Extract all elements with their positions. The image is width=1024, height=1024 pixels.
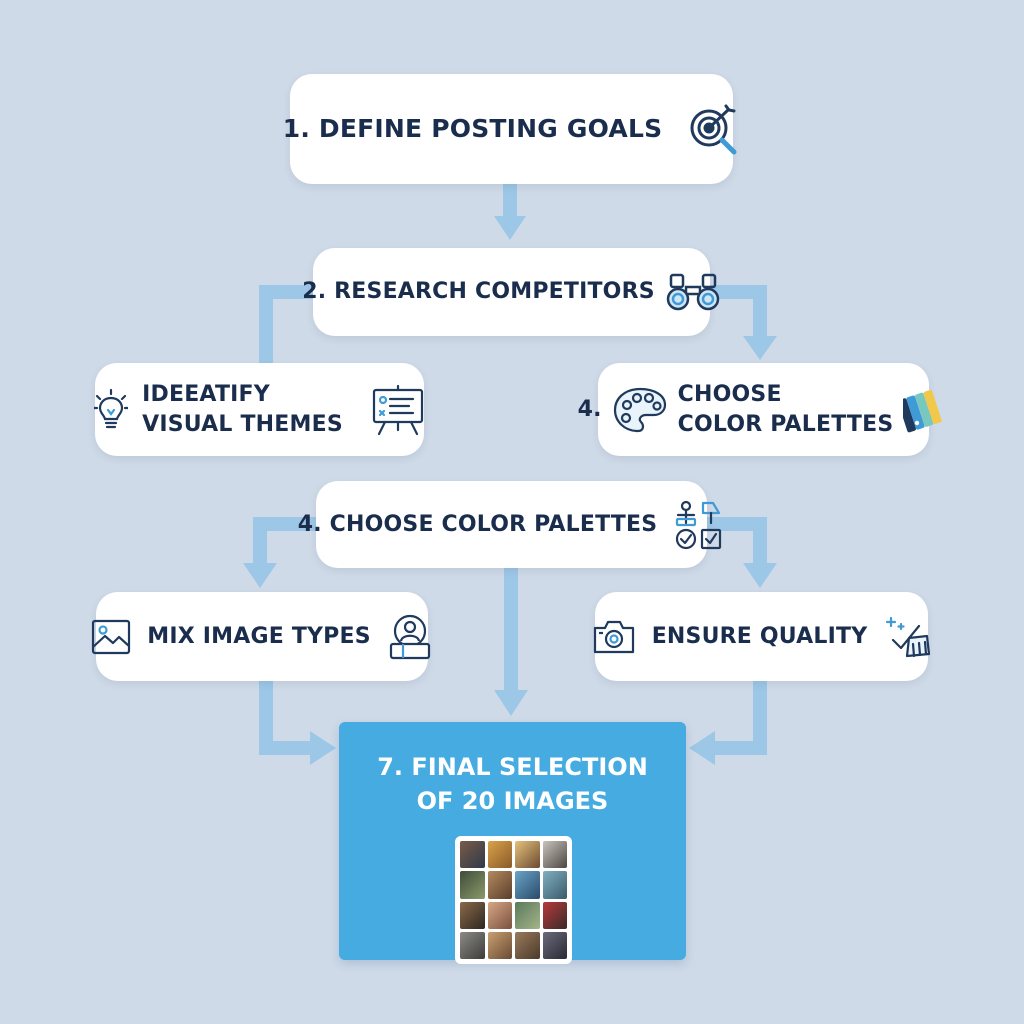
photo-thumbnail [542, 871, 567, 899]
photo-thumbnail [542, 901, 567, 929]
photo-thumbnail [460, 901, 485, 929]
step-choose-color-palettes-2-label: 4. CHOOSE COLOR PALETTES [297, 511, 658, 537]
paint-palette-icon [612, 385, 668, 435]
step-visual-themes-label: IDEEATIFY VISUAL THEMES [142, 380, 343, 440]
step-visual-themes-line2: VISUAL THEMES [142, 411, 343, 437]
arrowhead-palettes-final [494, 690, 528, 716]
profile-photo-icon [387, 614, 433, 660]
connector-research-to-themes [259, 285, 313, 363]
step-define-posting-goals-label: 1. DEFINE POSTING GOALS [282, 114, 663, 143]
connector-quality-to-final [713, 681, 767, 755]
flow-checklist-icon [673, 499, 725, 551]
photo-grid-icon [455, 836, 572, 964]
connector-mix-to-final [259, 681, 312, 755]
color-swatches-icon [903, 387, 949, 433]
step-final-selection-line1: 7. FINAL SELECTION [377, 753, 648, 781]
connector-palettes-to-mix [253, 517, 316, 565]
step-mix-image-types: MIX IMAGE TYPES [92, 592, 430, 681]
target-magnifier-icon [686, 102, 740, 156]
connector-research-to-palettes [710, 285, 767, 338]
step-ensure-quality-label: ENSURE QUALITY [651, 623, 868, 649]
photo-thumbnail [487, 871, 512, 899]
arrowhead-goals-research [494, 216, 526, 240]
step-final-selection: 7. FINAL SELECTION OF 20 IMAGES [339, 722, 686, 964]
photo-thumbnail [515, 841, 540, 869]
arrowhead-mix-final [310, 731, 336, 765]
arrowhead-research-palettes [743, 336, 777, 360]
step-choose-color-palettes-number: 4. [577, 397, 602, 422]
step-final-selection-label: 7. FINAL SELECTION OF 20 IMAGES [339, 750, 686, 818]
photo-thumbnail [542, 931, 567, 959]
step-research-competitors-label: 2. RESEARCH COMPETITORS [302, 279, 655, 304]
binoculars-icon [665, 272, 721, 312]
connector-palettes-to-quality [707, 517, 767, 565]
photo-thumbnail [460, 871, 485, 899]
photo-thumbnail [515, 871, 540, 899]
arrowhead-palettes-mix [243, 563, 277, 588]
photo-thumbnail [487, 901, 512, 929]
step-choose-color-palettes-label: CHOOSE COLOR PALETTES [678, 380, 894, 440]
photo-thumbnail [487, 931, 512, 959]
step-define-posting-goals: 1. DEFINE POSTING GOALS [283, 74, 737, 184]
step-choose-color-palettes: 4. CHOOSE COLOR PALETTES [578, 363, 943, 456]
camera-icon [592, 619, 636, 655]
photo-thumbnail [515, 931, 540, 959]
step-mix-image-types-label: MIX IMAGE TYPES [147, 623, 371, 649]
step-visual-themes-line1: IDEEATIFY [142, 381, 270, 407]
step-choose-color-palettes-line1: CHOOSE [677, 381, 782, 407]
photo-thumbnail [515, 901, 540, 929]
step-final-selection-line2: OF 20 IMAGES [416, 787, 609, 815]
step-visual-themes: IDEEATIFY VISUAL THEMES [94, 363, 425, 456]
photo-thumbnail [542, 841, 567, 869]
step-choose-color-palettes-line2: COLOR PALETTES [677, 411, 894, 437]
clean-brush-icon [883, 614, 931, 660]
step-choose-color-palettes-2: 4. CHOOSE COLOR PALETTES [298, 481, 722, 568]
photo-thumbnail [460, 931, 485, 959]
arrowhead-palettes-quality [743, 563, 777, 588]
arrowhead-quality-final [689, 731, 715, 765]
step-research-competitors: 2. RESEARCH COMPETITORS [302, 248, 720, 336]
photo-thumbnail [460, 841, 485, 869]
image-icon [91, 619, 131, 655]
presentation-board-icon [371, 384, 425, 436]
lightbulb-icon [94, 388, 129, 432]
step-ensure-quality: ENSURE QUALITY [592, 592, 931, 681]
photo-thumbnail [487, 841, 512, 869]
